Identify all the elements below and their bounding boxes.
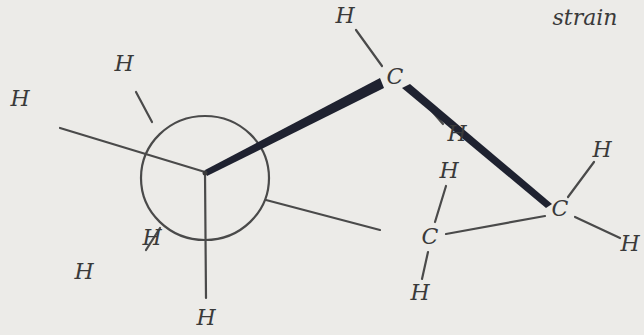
bond-line xyxy=(575,217,620,238)
atom-label: H xyxy=(447,123,466,145)
bond-line xyxy=(60,128,205,172)
bond-line xyxy=(568,162,594,197)
note-text: strain xyxy=(553,7,618,29)
atom-label: H xyxy=(439,160,458,182)
atom-label: H xyxy=(410,282,429,304)
bond-line xyxy=(422,252,428,279)
atom-label: H xyxy=(74,261,93,283)
atom-label: H xyxy=(114,53,133,75)
wedge-bond xyxy=(402,84,552,208)
atom-label: H xyxy=(335,5,354,27)
bond-line xyxy=(435,186,446,222)
bond-line xyxy=(266,200,380,230)
front-carbon-dot xyxy=(203,171,208,176)
bond-line xyxy=(446,216,545,234)
atom-label: H xyxy=(142,227,161,249)
atom-label: H xyxy=(592,139,611,161)
atom-label: C xyxy=(387,66,404,88)
atom-label: H xyxy=(620,233,639,255)
bond-line xyxy=(356,30,382,66)
atom-label: H xyxy=(10,88,29,110)
wedge-bond xyxy=(205,78,384,176)
bond-line xyxy=(136,92,152,122)
atom-label: C xyxy=(552,198,569,220)
atom-label: C xyxy=(422,226,439,248)
bond-line xyxy=(205,172,206,298)
atom-label: H xyxy=(196,307,215,329)
